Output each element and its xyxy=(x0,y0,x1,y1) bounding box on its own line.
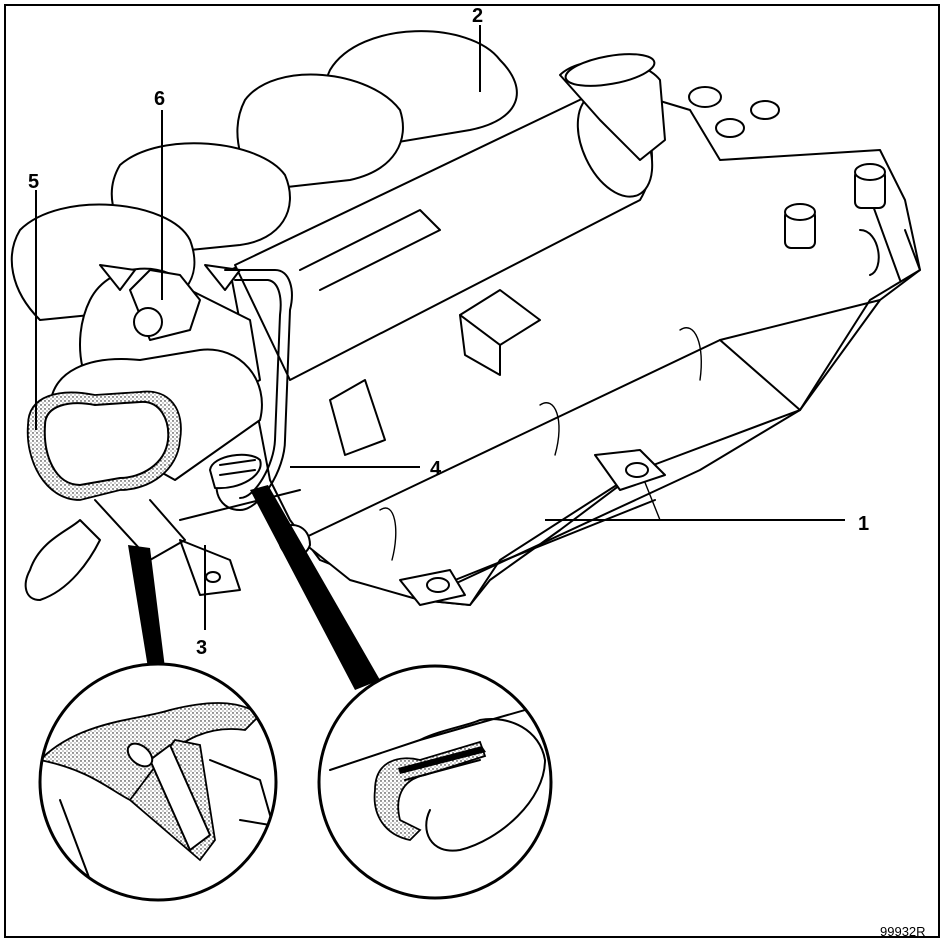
callout-4: 4 xyxy=(430,458,442,480)
callout-3: 3 xyxy=(196,637,207,659)
callout-6: 6 xyxy=(154,88,165,110)
reference-code: 99932R xyxy=(880,924,926,939)
detail-circle-left xyxy=(38,662,278,902)
callout-labels: 1 2 3 4 5 6 99932R xyxy=(28,5,926,939)
detail-circle-right xyxy=(317,664,553,900)
detail-wedges xyxy=(128,485,380,690)
callout-5: 5 xyxy=(28,171,39,193)
throttle-inlet xyxy=(24,264,301,601)
callout-2: 2 xyxy=(472,5,483,27)
callout-1: 1 xyxy=(858,513,869,535)
plenum-tube xyxy=(234,53,666,381)
leader-lines xyxy=(35,25,845,630)
